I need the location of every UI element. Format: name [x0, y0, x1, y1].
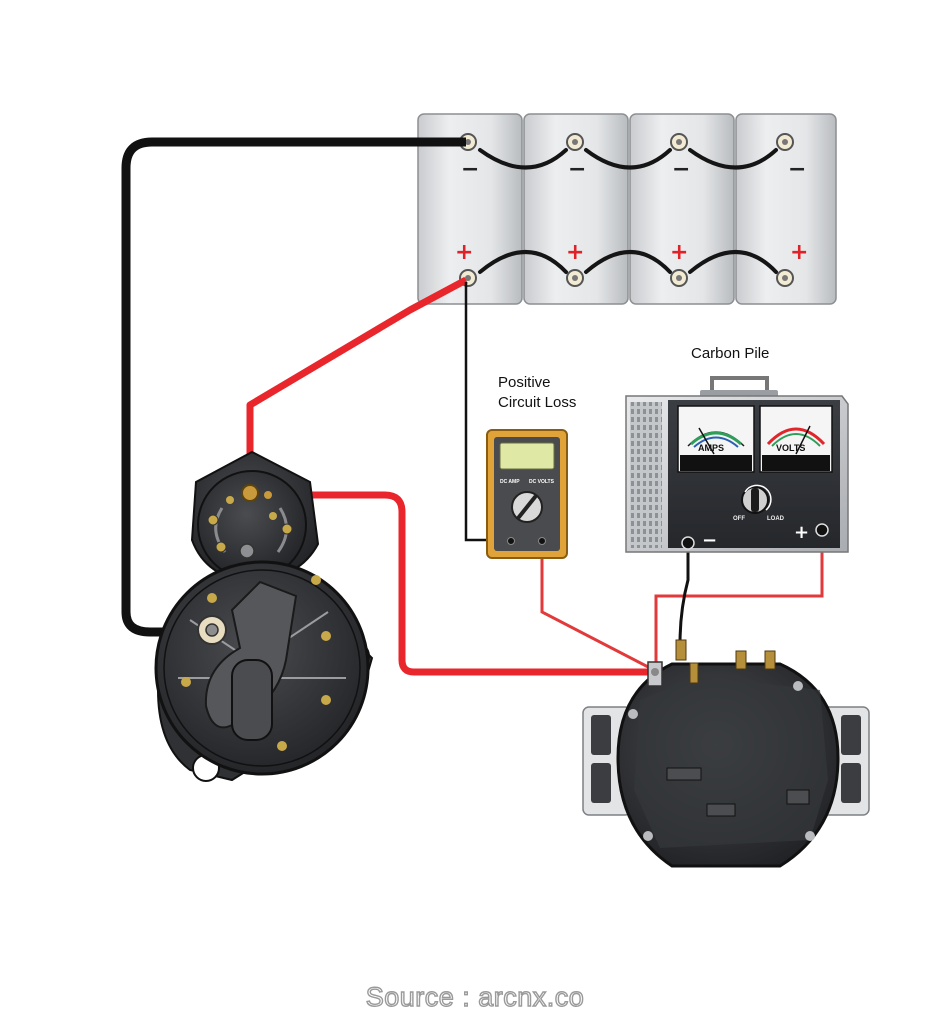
carbon-pile-tester: AMPS VOLTS OFF LOAD − + — [625, 376, 849, 553]
negative-sign-4: − — [788, 157, 806, 182]
tester-handle — [700, 376, 778, 398]
tester-negative-lead — [678, 544, 690, 645]
alternator — [582, 639, 870, 868]
amps-label: AMPS — [698, 443, 724, 453]
tester-positive-lead — [654, 532, 824, 670]
positive-circuit-loss-label-line1: Positive — [498, 374, 551, 391]
battery-bank: − − − − + + + + — [417, 113, 837, 305]
positive-sign-3: + — [670, 240, 688, 265]
multimeter-display — [499, 442, 555, 470]
battery-positive-cable — [246, 276, 468, 490]
meter-red-lead — [540, 542, 655, 672]
tester-plus-sign: + — [794, 522, 809, 543]
terminal-positive-2 — [566, 269, 584, 287]
starter-motor — [154, 450, 374, 782]
starter-solenoid — [190, 450, 320, 584]
solenoid-battery-terminal — [241, 484, 259, 502]
multimeter-volt-jack[interactable] — [538, 537, 546, 545]
volts-label: VOLTS — [776, 443, 805, 453]
tester-positive-post[interactable] — [815, 523, 829, 537]
terminal-positive-4 — [776, 269, 794, 287]
negative-sign-2: − — [568, 157, 586, 182]
tester-minus-sign: − — [702, 530, 717, 551]
multimeter-selector-dial[interactable] — [511, 491, 543, 523]
alternator-output-terminal — [647, 661, 663, 687]
load-label: LOAD — [767, 516, 785, 522]
ground-cable — [121, 137, 466, 637]
battery-signs: − − − − + + + + — [455, 157, 808, 265]
starter-to-alternator-cable — [262, 491, 654, 676]
multimeter: DC AMP DC VOLTS — [486, 429, 568, 559]
terminal-negative-3 — [670, 133, 688, 151]
dc-volts-label: DC VOLTS — [529, 479, 555, 485]
battery-jumper-cables — [478, 148, 778, 274]
positive-sign-4: + — [790, 240, 808, 265]
source-caption: Source : arcnx.co — [365, 981, 585, 1012]
dc-amp-label: DC AMP — [500, 479, 520, 485]
terminal-negative-2 — [566, 133, 584, 151]
carbon-pile-label: Carbon Pile — [691, 345, 769, 362]
positive-circuit-loss-label-line2: Circuit Loss — [498, 394, 576, 411]
multimeter-com-jack[interactable] — [507, 537, 515, 545]
alternator-ground-stud — [675, 639, 776, 684]
negative-sign-3: − — [672, 157, 690, 182]
terminal-positive-3 — [670, 269, 688, 287]
off-label: OFF — [733, 516, 745, 522]
load-knob[interactable] — [741, 484, 772, 514]
volts-gauge: VOLTS — [759, 405, 833, 473]
positive-sign-2: + — [566, 240, 584, 265]
positive-sign-1: + — [455, 240, 473, 265]
tester-negative-post[interactable] — [681, 536, 695, 550]
starter-housing — [154, 560, 370, 776]
amps-gauge: AMPS — [677, 405, 755, 473]
negative-sign-1: − — [461, 157, 479, 182]
terminal-negative-4 — [776, 133, 794, 151]
